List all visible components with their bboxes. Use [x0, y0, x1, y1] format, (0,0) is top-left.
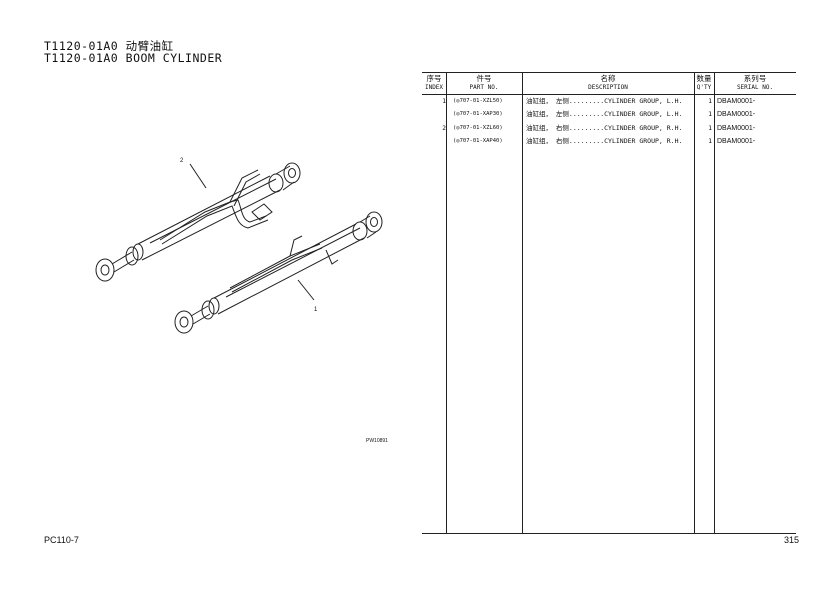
- header-serial-en: SERIAL NO.: [736, 84, 774, 91]
- page-number: 315: [784, 535, 800, 545]
- cylinder-1: [174, 211, 383, 334]
- header-desc-cn: 名称: [600, 74, 616, 83]
- cell-serial: DBAM0001-: [717, 138, 756, 145]
- header-qty: 数量 Q'TY: [694, 74, 714, 92]
- cell-part-no: (◎707-01-XZL60): [453, 125, 503, 131]
- header-part-en: PART NO.: [469, 84, 499, 91]
- header-part-no: 件号 PART NO.: [446, 74, 522, 92]
- header-serial: 系列号 SERIAL NO.: [714, 74, 796, 92]
- table-row: (◎707-01-XAP30) 油缸组， 左侧.........CYLINDER…: [422, 108, 796, 121]
- col-divider: [714, 72, 715, 534]
- header-desc-en: DESCRIPTION: [588, 84, 628, 91]
- cell-index: 1: [442, 97, 446, 105]
- table-row: 1 (◎707-01-XZL50) 油缸组， 左侧.........CYLIND…: [422, 95, 796, 108]
- parts-table: 序号 INDEX 件号 PART NO. 名称 DESCRIPTION 数量 Q…: [422, 72, 796, 534]
- table-row: 2 (◎707-01-XZL60) 油缸组， 右侧.........CYLIND…: [422, 122, 796, 135]
- cell-part-no: (◎707-01-XAP30): [453, 111, 503, 117]
- callout-2: 2: [180, 158, 184, 164]
- header-serial-cn: 系列号: [743, 74, 767, 83]
- col-divider: [694, 72, 695, 534]
- figure-id: PW10891: [366, 438, 388, 444]
- table-row: (◎707-01-XAP40) 油缸组， 右侧.........CYLINDER…: [422, 135, 796, 148]
- boom-cylinder-drawing: [80, 140, 400, 460]
- model-label: PC110-7: [44, 535, 79, 545]
- cell-qty: 1: [708, 97, 712, 105]
- cell-description: 油缸组， 右侧.........CYLINDER GROUP, R.H.: [526, 137, 683, 145]
- col-divider: [446, 72, 447, 534]
- callout-1: 1: [314, 307, 318, 313]
- cell-index: 2: [442, 124, 446, 132]
- header-index-en: INDEX: [424, 84, 444, 91]
- cell-qty: 1: [708, 137, 712, 145]
- cell-part-no: (◎707-01-XZL50): [453, 98, 503, 104]
- header-part-cn: 件号: [476, 74, 492, 83]
- page-title-en: T1120-01A0 BOOM CYLINDER: [44, 51, 223, 65]
- cell-qty: 1: [708, 110, 712, 118]
- page-title-cn: T1120-01A0 动臂油缸: [44, 39, 174, 53]
- cell-serial: DBAM0001-: [717, 98, 756, 105]
- header-index-cn: 序号: [426, 74, 442, 83]
- cell-serial: DBAM0001-: [717, 125, 756, 132]
- cell-index: [422, 135, 446, 148]
- cylinder-2: [95, 162, 301, 282]
- header-index: 序号 INDEX: [422, 74, 446, 92]
- cell-part-no: (◎707-01-XAP40): [453, 138, 503, 144]
- table-header-rule: [422, 94, 796, 95]
- cell-description: 油缸组， 左侧.........CYLINDER GROUP, L.H.: [526, 110, 683, 118]
- cell-description: 油缸组， 右侧.........CYLINDER GROUP, R.H.: [526, 124, 683, 132]
- cylinder-illustration: [95, 162, 383, 334]
- cell-qty: 1: [708, 124, 712, 132]
- cell-serial: DBAM0001-: [717, 111, 756, 118]
- table-bottom-rule: [422, 533, 796, 534]
- col-divider: [522, 72, 523, 534]
- cell-description: 油缸组， 左侧.........CYLINDER GROUP, L.H.: [526, 97, 683, 105]
- header-description: 名称 DESCRIPTION: [522, 74, 694, 92]
- header-qty-en: Q'TY: [696, 84, 712, 91]
- cell-index: [422, 108, 446, 121]
- header-qty-cn: 数量: [696, 74, 712, 83]
- table-top-rule: [422, 72, 796, 73]
